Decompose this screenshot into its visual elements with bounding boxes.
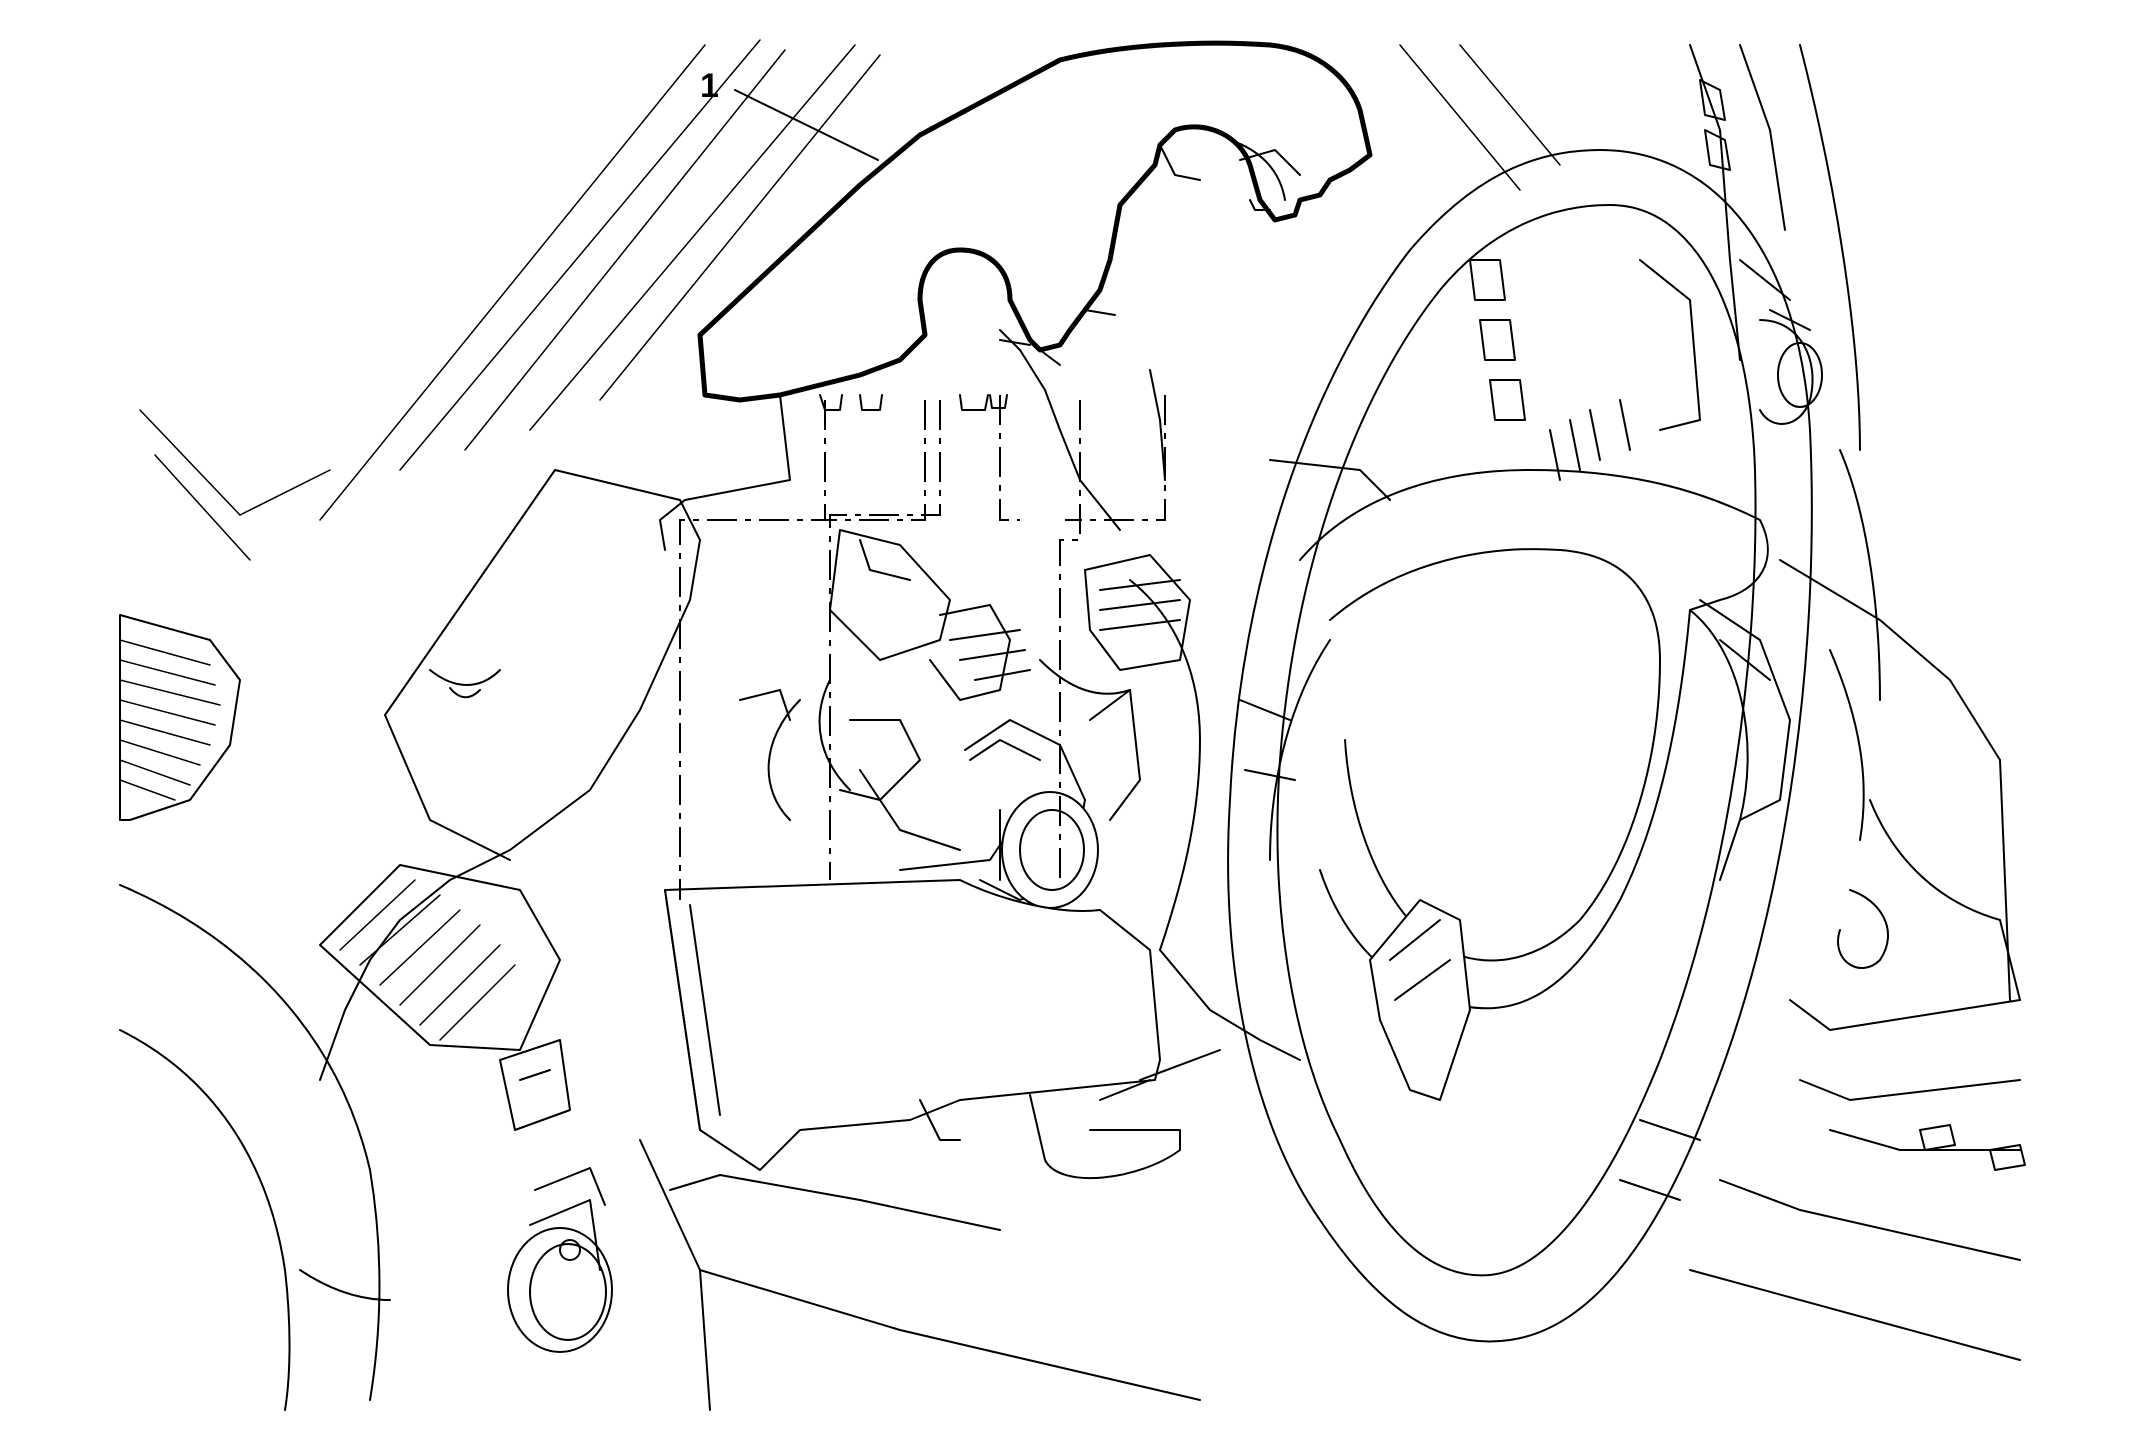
callout-1-leader (734, 89, 879, 161)
start-button (507, 1167, 613, 1353)
upper-steering-column-cover (697, 40, 1373, 411)
lower-shroud (664, 879, 1181, 1180)
steering-wheel (1227, 149, 1813, 1343)
column-body (1129, 459, 1391, 1081)
left-air-vent (119, 614, 241, 821)
column-backing (659, 329, 1166, 551)
lower-dash (639, 1139, 1201, 1411)
installation-guide-lines (679, 395, 1166, 900)
airbag-hub (1269, 469, 1769, 1010)
lower-left-vent (319, 864, 571, 1131)
center-stack (1469, 44, 1881, 701)
dashboard-left (319, 469, 701, 1081)
callout-1: 1 (700, 67, 879, 161)
wheel-spoke-controls (1369, 599, 1791, 1101)
callout-1-label: 1 (700, 67, 719, 105)
windshield-lines (139, 39, 1561, 561)
instrument-cluster (119, 884, 391, 1411)
wiring-and-switches (739, 529, 1191, 871)
column-lock-cylinder (964, 689, 1141, 909)
lower-console (1689, 559, 2026, 1361)
